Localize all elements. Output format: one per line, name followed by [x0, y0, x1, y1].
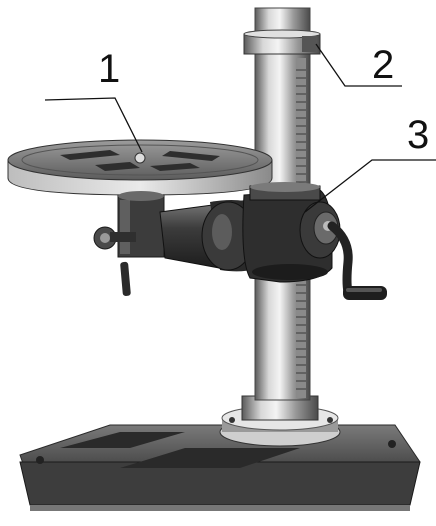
callout-3: 3 [407, 113, 429, 157]
callout-2: 2 [372, 43, 394, 87]
column-bracket [242, 182, 341, 283]
crank-handle [327, 221, 387, 300]
callout-1: 1 [98, 47, 120, 91]
top-collar [243, 29, 321, 55]
leader-2 [315, 43, 402, 87]
work-table [7, 139, 273, 258]
table-center [134, 152, 146, 164]
table-slots [60, 150, 220, 171]
table-clamp [93, 226, 136, 296]
base-bottom-shadow [30, 505, 410, 511]
leader-3 [304, 159, 436, 213]
column-flange [219, 395, 341, 447]
callout-leaders [44, 43, 436, 213]
base-slot-2 [120, 448, 300, 468]
base-bolt-right [388, 440, 396, 448]
base-bolt-left [36, 456, 44, 464]
base [19, 424, 421, 511]
base-front [19, 461, 421, 506]
leader-1 [44, 97, 143, 153]
base-slot-1 [60, 432, 185, 448]
rack-teeth [296, 69, 306, 390]
